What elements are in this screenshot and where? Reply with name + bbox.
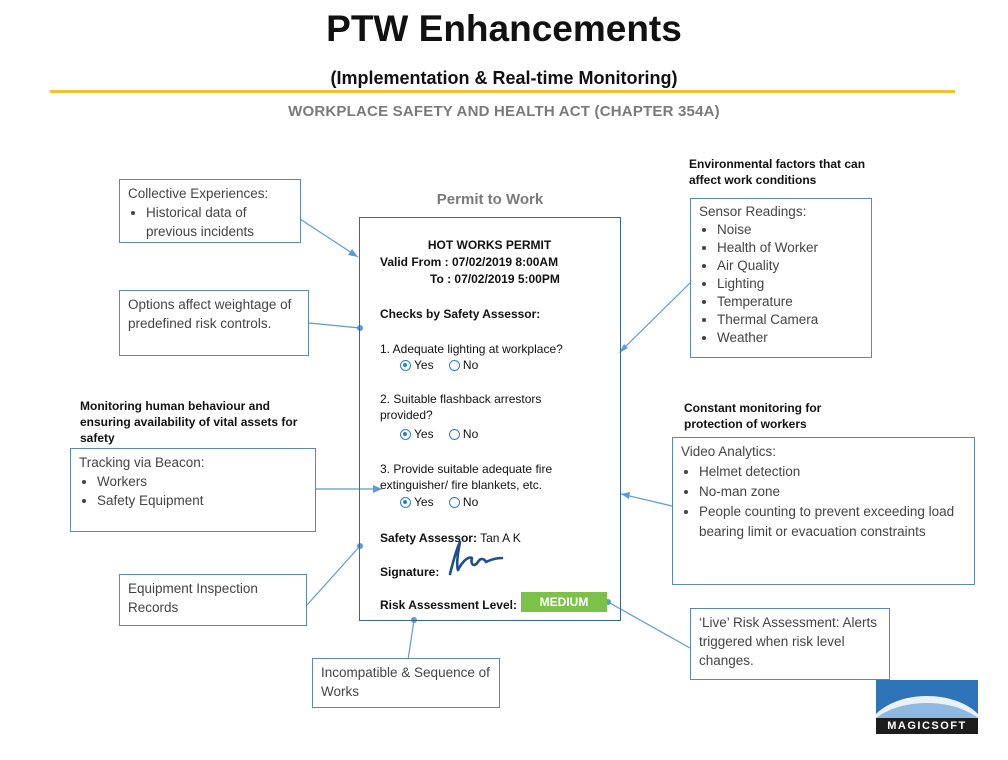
magicsoft-logo: MAGICSOFT bbox=[876, 680, 978, 734]
video-list: Helmet detection No-man zone People coun… bbox=[681, 462, 966, 542]
connector-live bbox=[607, 601, 691, 649]
dot-equipment bbox=[357, 543, 363, 549]
equipment-text: Equipment Inspection Records bbox=[128, 581, 258, 615]
assessor-line: Safety Assessor: Tan A K bbox=[380, 531, 521, 545]
constant-monitoring-heading: Constant monitoring for protection of wo… bbox=[684, 401, 822, 431]
risk-label: Risk Assessment Level: bbox=[380, 598, 517, 612]
question-2-options: Yes No bbox=[400, 427, 478, 441]
sensor-item: Thermal Camera bbox=[717, 311, 863, 329]
equipment-box: Equipment Inspection Records bbox=[119, 574, 307, 626]
title-underline bbox=[50, 90, 955, 93]
incompatible-text: Incompatible & Sequence of Works bbox=[321, 665, 490, 699]
permit-card: HOT WORKS PERMIT Valid From : 07/02/2019… bbox=[359, 217, 621, 621]
arrowhead-beacon bbox=[373, 485, 382, 493]
signature-label: Signature: bbox=[380, 565, 440, 579]
arrowhead-collective bbox=[348, 249, 358, 257]
yes-label: Yes bbox=[414, 358, 434, 372]
options-text: Options affect weightage of predefined r… bbox=[128, 297, 292, 331]
collective-experiences-box: Collective Experiences: Historical data … bbox=[119, 179, 301, 243]
sensor-item: Noise bbox=[717, 221, 863, 239]
beacon-item: Safety Equipment bbox=[97, 491, 307, 510]
question-3-yes-radio[interactable] bbox=[400, 497, 411, 508]
dot-options bbox=[357, 325, 363, 331]
connector-options bbox=[308, 322, 361, 329]
question-3-text-cont: extinguisher/ fire blankets, etc. bbox=[380, 478, 543, 492]
monitoring-heading: Monitoring human behaviour and ensuring … bbox=[80, 399, 298, 445]
question-2-text-cont: provided? bbox=[380, 408, 433, 422]
sensor-item: Lighting bbox=[717, 275, 863, 293]
beacon-item: Workers bbox=[97, 472, 307, 491]
risk-level-badge: MEDIUM bbox=[521, 592, 607, 612]
sensor-title: Sensor Readings: bbox=[699, 204, 807, 219]
arrowhead-video bbox=[621, 492, 630, 499]
question-1-yes-radio[interactable] bbox=[400, 360, 411, 371]
incompatible-box: Incompatible & Sequence of Works bbox=[312, 658, 500, 708]
connector-incompatible bbox=[407, 619, 415, 661]
connector-sensor bbox=[620, 282, 691, 352]
question-1-text: 1. Adequate lighting at workplace? bbox=[380, 342, 563, 356]
question-2-text: 2. Suitable flashback arrestors bbox=[380, 392, 542, 406]
question-2-no-radio[interactable] bbox=[448, 429, 460, 440]
question-1-no-radio[interactable] bbox=[448, 360, 460, 371]
no-label: No bbox=[462, 358, 479, 372]
arrowhead-sensor bbox=[619, 344, 628, 353]
sensor-item: Temperature bbox=[717, 293, 863, 311]
live-risk-text: ‘Live’ Risk Assessment: Alerts triggered… bbox=[699, 615, 878, 668]
yes-label: Yes bbox=[414, 495, 434, 509]
permit-valid-to: To : 07/02/2019 5:00PM bbox=[430, 272, 560, 286]
beacon-box: Tracking via Beacon: Workers Safety Equi… bbox=[70, 448, 316, 532]
yes-label: Yes bbox=[414, 427, 434, 441]
act-reference: WORKPLACE SAFETY AND HEALTH ACT (CHAPTER… bbox=[288, 103, 720, 120]
question-3-options: Yes No bbox=[400, 495, 478, 509]
assessor-name: Tan A K bbox=[480, 531, 521, 545]
beacon-list: Workers Safety Equipment bbox=[79, 472, 307, 510]
sensor-item: Air Quality bbox=[717, 257, 863, 275]
sensor-item: Health of Worker bbox=[717, 239, 863, 257]
connector-video bbox=[620, 493, 673, 507]
signature-scribble-icon bbox=[448, 540, 504, 576]
logo-arc-icon bbox=[876, 680, 978, 734]
beacon-title: Tracking via Beacon: bbox=[79, 455, 205, 470]
page-subtitle: (Implementation & Real-time Monitoring) bbox=[330, 68, 678, 88]
question-3-text: 3. Provide suitable adequate fire bbox=[380, 462, 553, 476]
live-risk-box: ‘Live’ Risk Assessment: Alerts triggered… bbox=[690, 608, 890, 680]
question-2-yes-radio[interactable] bbox=[400, 429, 411, 440]
connector-equipment bbox=[306, 545, 361, 606]
question-1-options: Yes No bbox=[400, 358, 478, 372]
collective-list: Historical data of previous incidents bbox=[128, 203, 292, 241]
page-title: PTW Enhancements bbox=[326, 8, 682, 49]
assessor-label: Safety Assessor: bbox=[380, 531, 477, 545]
video-analytics-box: Video Analytics: Helmet detection No-man… bbox=[672, 437, 975, 585]
no-label: No bbox=[462, 495, 479, 509]
collective-item: Historical data of previous incidents bbox=[146, 203, 292, 241]
sensor-list: Noise Health of Worker Air Quality Light… bbox=[699, 221, 863, 347]
connector-collective bbox=[299, 218, 359, 258]
video-item: People counting to prevent exceeding loa… bbox=[699, 502, 966, 542]
collective-title: Collective Experiences: bbox=[128, 186, 269, 201]
video-item: No-man zone bbox=[699, 482, 966, 502]
checks-heading: Checks by Safety Assessor: bbox=[380, 307, 541, 321]
permit-caption: Permit to Work bbox=[436, 191, 544, 208]
permit-title: HOT WORKS PERMIT bbox=[427, 238, 552, 252]
permit-valid-from: Valid From : 07/02/2019 8:00AM bbox=[380, 255, 559, 269]
options-box: Options affect weightage of predefined r… bbox=[119, 290, 309, 356]
video-item: Helmet detection bbox=[699, 462, 966, 482]
video-title: Video Analytics: bbox=[681, 444, 777, 459]
sensor-readings-box: Sensor Readings: Noise Health of Worker … bbox=[690, 198, 872, 358]
no-label: No bbox=[462, 427, 479, 441]
logo-text: MAGICSOFT bbox=[887, 720, 967, 732]
sensor-item: Weather bbox=[717, 329, 863, 347]
question-3-no-radio[interactable] bbox=[448, 497, 460, 508]
environment-heading: Environmental factors that can affect wo… bbox=[689, 157, 866, 187]
